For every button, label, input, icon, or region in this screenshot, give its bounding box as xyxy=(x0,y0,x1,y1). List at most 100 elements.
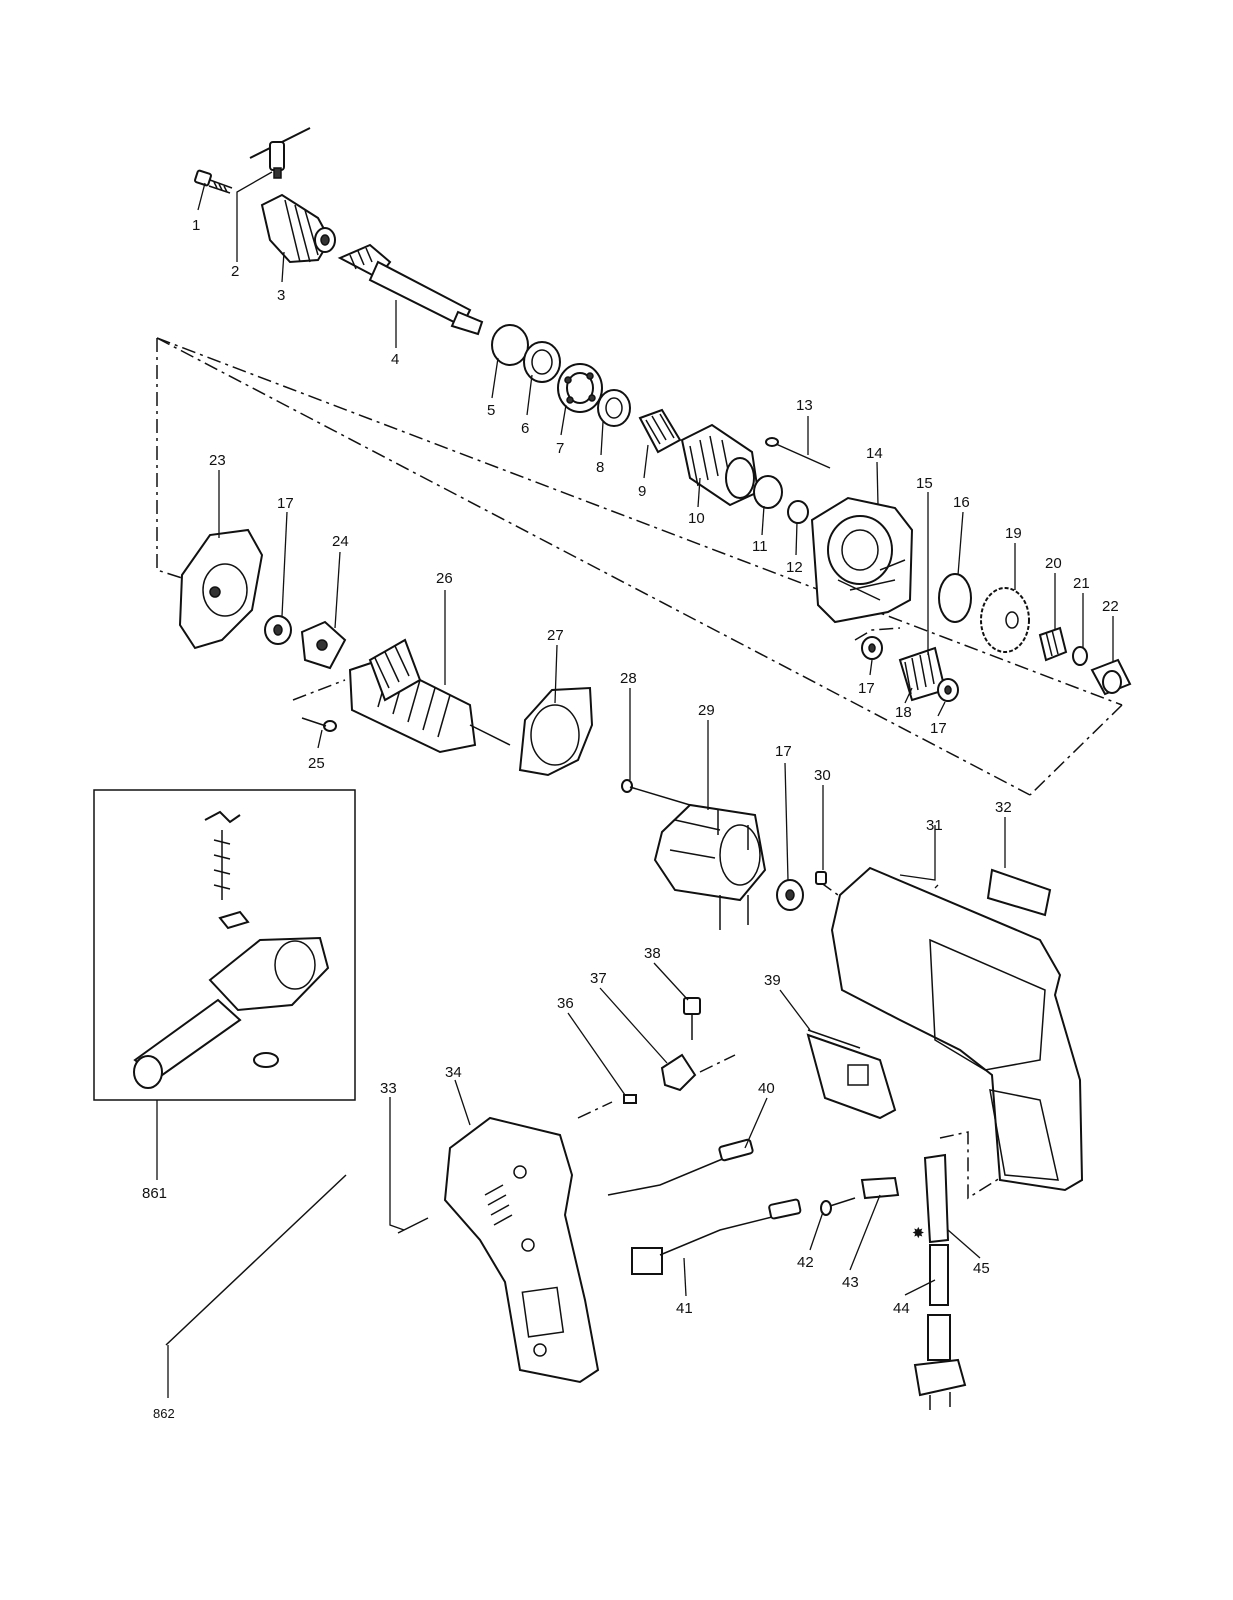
callout-30: 30 xyxy=(814,767,831,784)
leader-lines xyxy=(156,171,1114,1398)
callout-37: 37 xyxy=(590,970,607,987)
part-21-washer xyxy=(1072,646,1088,666)
part-17-bearing-d xyxy=(776,879,804,911)
callout-25: 25 xyxy=(308,755,325,772)
callout-24: 24 xyxy=(332,533,349,550)
part-33-screw xyxy=(397,1217,429,1234)
part-42-screw xyxy=(820,1197,856,1216)
callout-22: 22 xyxy=(1102,598,1119,615)
part-39-switch xyxy=(806,1029,897,1120)
part-2-chuck-key xyxy=(249,127,311,179)
part-12-washer xyxy=(787,500,809,524)
part-20-spring xyxy=(1038,626,1068,662)
callout-43: 43 xyxy=(842,1274,859,1291)
part-32-nameplate xyxy=(986,868,1052,917)
callout-27: 27 xyxy=(547,627,564,644)
part-6-washer xyxy=(523,341,561,383)
callout-16: 16 xyxy=(953,494,970,511)
callout-6: 6 xyxy=(521,420,529,437)
svg-text:✸: ✸ xyxy=(912,1225,925,1242)
part-16-retaining-ring xyxy=(938,573,972,623)
callout-19: 19 xyxy=(1005,525,1022,542)
callout-10: 10 xyxy=(688,510,705,527)
part-28-screw xyxy=(621,779,691,806)
callout-36: 36 xyxy=(557,995,574,1012)
part-4-spindle xyxy=(337,243,484,336)
part-862-depth-rod xyxy=(165,1174,347,1346)
part-37-brush-holder xyxy=(660,1053,697,1092)
callout-38: 38 xyxy=(644,945,661,962)
callout-41: 41 xyxy=(676,1300,693,1317)
part-861-side-handle-box xyxy=(93,789,356,1101)
callout-40: 40 xyxy=(758,1080,775,1097)
part-44-power-cord xyxy=(913,1244,967,1410)
callout-5: 5 xyxy=(487,402,495,419)
callout-21: 21 xyxy=(1073,575,1090,592)
part-34-handle-half xyxy=(443,1116,600,1384)
part-31-motor-housing xyxy=(830,866,1084,1192)
callout-861: 861 xyxy=(142,1185,167,1202)
callout-32: 32 xyxy=(995,799,1012,816)
part-17-bearing-c xyxy=(264,615,292,645)
callout-20: 20 xyxy=(1045,555,1062,572)
part-10-gear-clutch xyxy=(680,423,760,507)
part-25-screw xyxy=(301,717,337,732)
part-24-bracket xyxy=(300,620,347,670)
part-17-bearing-b xyxy=(937,678,959,702)
part-7-ball-bearing xyxy=(557,363,603,413)
part-17-bearing-a xyxy=(861,636,883,660)
part-36-pin xyxy=(623,1094,637,1104)
part-1-chuck-screw xyxy=(194,169,233,194)
callout-17-c: 17 xyxy=(277,495,294,512)
part-43-cord-clamp xyxy=(860,1176,900,1200)
part-8-needle-bearing xyxy=(597,389,631,427)
callout-2: 2 xyxy=(231,263,239,280)
part-23-bearing-plate xyxy=(178,528,264,650)
callout-15: 15 xyxy=(916,475,933,492)
part-14-gear-housing xyxy=(810,496,914,624)
callout-17-d: 17 xyxy=(775,743,792,760)
part-5-retaining-ring xyxy=(491,324,529,366)
callout-28: 28 xyxy=(620,670,637,687)
part-22-sleeve xyxy=(1090,658,1132,696)
callout-39: 39 xyxy=(764,972,781,989)
callout-31: 31 xyxy=(926,817,943,834)
part-27-baffle xyxy=(518,686,594,777)
callout-17-a: 17 xyxy=(858,680,875,697)
callout-34: 34 xyxy=(445,1064,462,1081)
part-40-capacitor-lead xyxy=(607,1138,754,1196)
callout-7: 7 xyxy=(556,440,564,457)
callout-9: 9 xyxy=(638,483,646,500)
callout-44: 44 xyxy=(893,1300,910,1317)
callout-14: 14 xyxy=(866,445,883,462)
part-19-gear xyxy=(980,587,1030,653)
callout-862: 862 xyxy=(153,1406,175,1421)
part-45-cord-guard: ✸ xyxy=(912,1153,950,1244)
callout-17-b: 17 xyxy=(930,720,947,737)
callout-11: 11 xyxy=(752,538,768,555)
callout-33: 33 xyxy=(380,1080,397,1097)
callout-1: 1 xyxy=(192,217,200,234)
assembly-lines xyxy=(156,337,1123,1200)
part-9-clutch xyxy=(638,408,682,454)
callout-23: 23 xyxy=(209,452,226,469)
callout-18: 18 xyxy=(895,704,912,721)
part-13-bolt xyxy=(765,437,831,469)
callout-26: 26 xyxy=(436,570,453,587)
part-41-wire-set xyxy=(631,1198,802,1275)
part-26-armature xyxy=(348,638,511,754)
callout-45: 45 xyxy=(973,1260,990,1277)
part-38-carbon-brush xyxy=(683,997,701,1040)
part-11-retaining-ring xyxy=(753,475,783,509)
callout-3: 3 xyxy=(277,287,285,304)
callout-12: 12 xyxy=(786,559,803,576)
callout-42: 42 xyxy=(797,1254,814,1271)
callout-labels: 1 2 3 4 5 6 7 8 9 10 11 12 13 14 15 16 1… xyxy=(142,217,1119,1421)
callout-4: 4 xyxy=(391,351,399,368)
callout-13: 13 xyxy=(796,397,813,414)
callout-29: 29 xyxy=(698,702,715,719)
part-3-drill-chuck xyxy=(260,193,336,264)
part-30-pin xyxy=(815,871,827,885)
callout-8: 8 xyxy=(596,459,604,476)
